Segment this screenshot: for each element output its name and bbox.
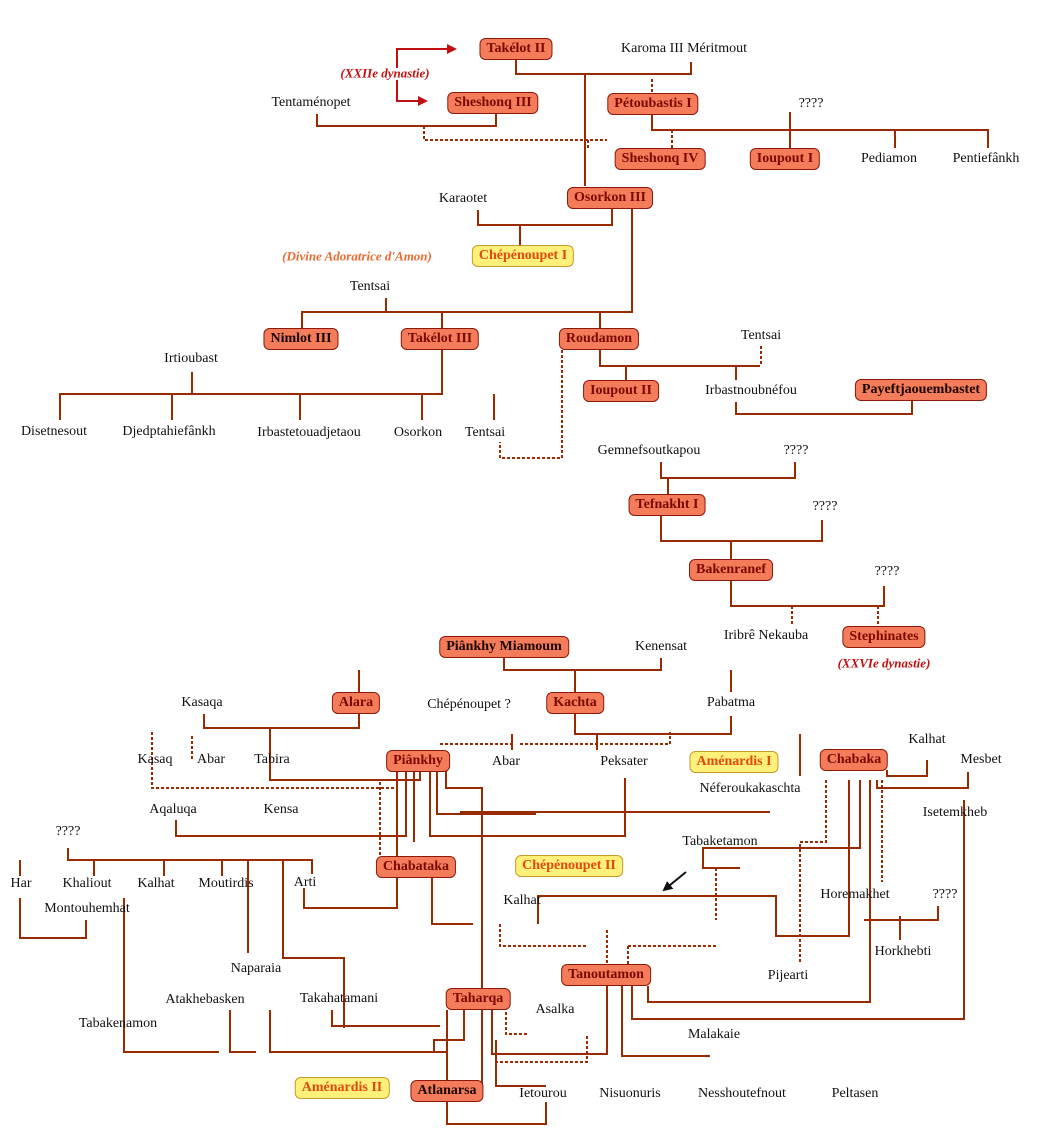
box-tefnakht-1: Tefnakht I	[628, 494, 706, 516]
label-arti: Arti	[293, 875, 317, 890]
label-tentsai-3: Tentsai	[464, 425, 506, 440]
label-kasaq: Kasaq	[137, 752, 173, 767]
label-tabaketamon: Tabaketamon	[682, 834, 758, 849]
label-tentsai-2: Tentsai	[740, 328, 782, 343]
label-iribre-nekauba: Iribrê Nekauba	[723, 628, 809, 643]
label-abar-1: Abar	[197, 752, 225, 767]
label-unknown-2: ????	[783, 443, 809, 458]
label-unknown-6: ????	[932, 887, 958, 902]
label-disetnesout: Disetnesout	[20, 424, 88, 439]
box-stephinates: Stephinates	[842, 626, 926, 648]
label-atakhebasken: Atakhebasken	[165, 992, 245, 1007]
label-moutirdis: Moutirdis	[198, 876, 254, 891]
label-kensa: Kensa	[263, 802, 299, 817]
box-sheshonq-4: Sheshonq IV	[614, 148, 706, 170]
box-piankhy-miamoum: Piânkhy Miamoum	[439, 636, 569, 658]
solid-lines	[19, 58, 989, 1125]
box-amenardis-2: Aménardis II	[294, 1077, 390, 1099]
box-payeftjaouembastet: Payeftjaouembastet	[854, 379, 988, 401]
label-pabatma: Pabatma	[706, 695, 756, 710]
label-tentamenopet: Tentaménopet	[271, 95, 351, 110]
label-peltasen: Peltasen	[831, 1086, 879, 1101]
box-sheshonq-3: Sheshonq III	[447, 92, 539, 114]
label-unknown-4: ????	[874, 564, 900, 579]
label-tentsai-1: Tentsai	[349, 279, 391, 294]
label-isetemkheb: Isetemkheb	[922, 805, 988, 820]
box-roudamon: Roudamon	[558, 328, 640, 350]
box-chabataka: Chabataka	[375, 856, 457, 878]
label-kalhat-2: Kalhat	[137, 876, 175, 891]
label-gemnefsoutkapou: Gemnefsoutkapou	[597, 443, 701, 458]
box-tanoutamon: Tanoutamon	[561, 964, 651, 986]
label-kalhat-3: Kalhat	[503, 893, 541, 908]
box-takelot-2: Takélot II	[479, 38, 553, 60]
label-ietourou: Ietourou	[519, 1086, 567, 1101]
box-taharqa: Taharqa	[445, 988, 511, 1010]
box-piankhy: Piânkhy	[386, 750, 450, 772]
label-kalhat-1: Kalhat	[908, 732, 946, 747]
label-karaotet: Karaotet	[438, 191, 488, 206]
label-neferoukakaschta: Néferoukakaschta	[699, 781, 801, 796]
label-abar-2: Abar	[492, 754, 520, 769]
label-tabira: Tabira	[254, 752, 290, 767]
label-kenensat: Kenensat	[634, 639, 688, 654]
label-pediamon: Pediamon	[861, 151, 917, 166]
label-irbastnoubnefou: Irbastnoubnéfou	[705, 383, 797, 398]
label-mesbet: Mesbet	[960, 752, 1002, 767]
label-aqaluqa: Aqaluqa	[149, 802, 197, 817]
box-ioupout-2: Ioupout II	[583, 380, 659, 402]
label-djedptahiefankh: Djedptahiefânkh	[122, 424, 216, 439]
box-chepenoupet-2: Chépénoupet II	[515, 855, 623, 877]
note-divine-adoratrice: (Divine Adoratrice d'Amon)	[282, 248, 432, 264]
pointer-arrow-icon	[662, 871, 687, 892]
label-pijearti: Pijearti	[767, 968, 809, 983]
label-malakaie: Malakaie	[687, 1027, 741, 1042]
box-chepenoupet-1: Chépénoupet I	[471, 245, 575, 267]
label-montouhemhat: Montouhemhat	[44, 901, 130, 916]
box-amenardis-1: Aménardis I	[689, 751, 779, 773]
label-unknown-1: ????	[798, 96, 824, 111]
label-takahatamani: Takahatamani	[299, 991, 379, 1006]
label-unknown-5: ????	[55, 824, 81, 839]
box-alara: Alara	[331, 692, 381, 714]
label-kasaqa: Kasaqa	[181, 695, 223, 710]
label-horkhebti: Horkhebti	[874, 944, 932, 959]
box-bakenranef: Bakenranef	[689, 559, 773, 581]
box-nimlot-3: Nimlot III	[263, 328, 339, 350]
label-tabakenamon: Tabakenamon	[78, 1016, 158, 1031]
note-xxii-dynasty: (XXIIe dynastie)	[340, 65, 430, 81]
label-irtioubast: Irtioubast	[164, 351, 218, 366]
label-nesshoutefnout: Nesshoutefnout	[698, 1086, 786, 1101]
box-atlanarsa: Atlanarsa	[410, 1080, 484, 1102]
label-nisuonuris: Nisuonuris	[599, 1086, 661, 1101]
dynasty-arrows	[396, 44, 457, 106]
box-petoubastis-1: Pétoubastis I	[607, 93, 699, 115]
label-karoma-3: Karoma III Méritmout	[621, 41, 747, 56]
label-naparaia: Naparaia	[230, 961, 282, 976]
note-xxvi-dynasty: (XXVIe dynastie)	[837, 655, 931, 671]
label-chepenoupet-uncertain: Chépénoupet ?	[427, 697, 511, 712]
label-irbastetouadjetaou: Irbastetouadjetaou	[257, 425, 361, 440]
label-har: Har	[10, 876, 32, 891]
box-chabaka: Chabaka	[819, 749, 889, 771]
label-khaliout: Khaliout	[62, 876, 112, 891]
box-kachta: Kachta	[546, 692, 604, 714]
label-peksater: Peksater	[600, 754, 648, 769]
box-osorkon-3: Osorkon III	[567, 187, 653, 209]
label-asalka: Asalka	[535, 1002, 575, 1017]
box-ioupout-1: Ioupout I	[749, 148, 821, 170]
dotted-lines	[151, 79, 883, 1063]
label-horemakhet: Horemakhet	[820, 887, 890, 902]
label-pentiefankh: Pentiefânkh	[952, 151, 1020, 166]
label-unknown-3: ????	[812, 499, 838, 514]
box-takelot-3: Takélot III	[400, 328, 480, 350]
label-osorkon: Osorkon	[393, 425, 443, 440]
